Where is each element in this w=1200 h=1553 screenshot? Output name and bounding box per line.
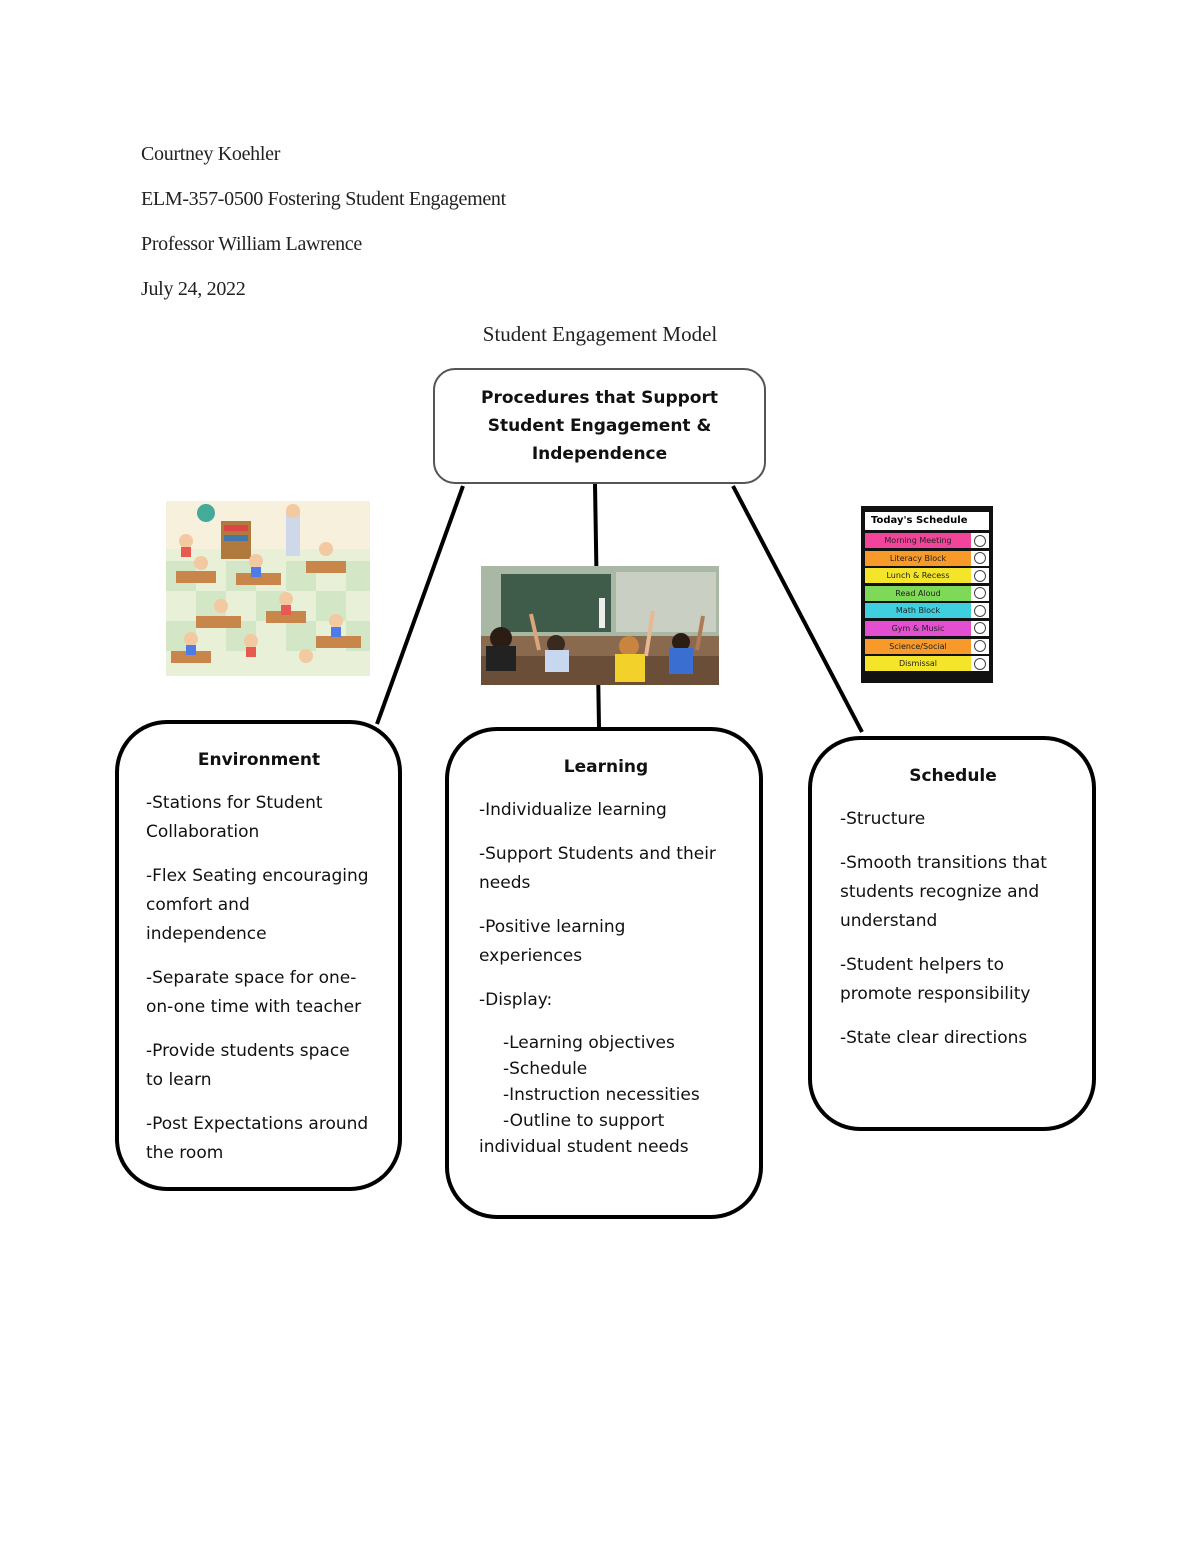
schedule-card-row: Dismissal <box>865 656 989 672</box>
schedule-item: -Structure <box>840 809 926 829</box>
classroom-photo <box>481 566 719 685</box>
classroom-illustration <box>166 501 370 676</box>
schedule-card-row: Science/Social <box>865 638 989 654</box>
schedule-box: Schedule -Structure -Smooth transitions … <box>808 736 1096 1131</box>
learning-item: -Positive learning experiences <box>479 917 626 966</box>
schedule-card-row-label: Gym & Music <box>865 620 971 636</box>
root-concept-box: Procedures that Support Student Engageme… <box>433 368 766 484</box>
author-name: Courtney Koehler <box>141 143 281 165</box>
environment-item: -Provide students space to learn <box>146 1041 350 1090</box>
environment-box: Environment -Stations for Student Collab… <box>115 720 402 1191</box>
clock-icon <box>971 638 989 654</box>
learning-item: -Support Students and their needs <box>479 844 716 893</box>
schedule-card-row-label: Math Block <box>865 603 971 619</box>
environment-heading: Environment <box>197 750 321 770</box>
schedule-heading: Schedule <box>909 766 997 786</box>
schedule-card-row: Literacy Block <box>865 550 989 566</box>
clock-icon <box>971 533 989 548</box>
display-item-continuation: individual student needs <box>479 1137 689 1157</box>
root-concept-text: Procedures that Support Student Engageme… <box>481 388 718 464</box>
connector-schedule <box>731 485 864 733</box>
schedule-card-row-label: Science/Social <box>865 638 971 654</box>
schedule-card-row-label: Dismissal <box>865 656 971 672</box>
schedule-card-row: Read Aloud <box>865 585 989 601</box>
schedule-item: -Student helpers to promote responsibili… <box>840 955 1031 1004</box>
learning-heading: Learning <box>563 757 649 777</box>
schedule-item: -Smooth transitions that students recogn… <box>840 853 1047 931</box>
display-item: -Outline to support <box>503 1111 665 1131</box>
schedule-card-row-label: Lunch & Recess <box>865 568 971 584</box>
schedule-item: -State clear directions <box>840 1028 1028 1048</box>
environment-item: -Separate space for one-on-one time with… <box>146 968 362 1017</box>
clock-icon <box>971 620 989 636</box>
schedule-card-row-label: Morning Meeting <box>865 533 971 548</box>
display-item: -Schedule <box>503 1059 588 1079</box>
learning-item: -Display: <box>479 990 553 1010</box>
schedule-card-row: Lunch & Recess <box>865 568 989 584</box>
clock-icon <box>971 550 989 566</box>
connector-environment <box>375 485 465 725</box>
learning-item: -Individualize learning <box>479 800 667 820</box>
learning-box: Learning -Individualize learning -Suppor… <box>445 727 763 1219</box>
environment-item: -Stations for Student Collaboration <box>146 793 323 842</box>
schedule-card-row-label: Literacy Block <box>865 550 971 566</box>
display-item: -Instruction necessities <box>503 1085 700 1105</box>
course-name: ELM-357-0500 Fostering Student Engagemen… <box>141 188 506 210</box>
schedule-card-row-label: Read Aloud <box>865 585 971 601</box>
page-title: Student Engagement Model <box>482 322 718 346</box>
schedule-card-row: Math Block <box>865 603 989 619</box>
schedule-card-title: Today's Schedule <box>865 512 989 530</box>
environment-item: -Flex Seating encouraging comfort and in… <box>146 866 369 944</box>
professor-name: Professor William Lawrence <box>141 233 362 255</box>
clock-icon <box>971 585 989 601</box>
schedule-card-row: Gym & Music <box>865 620 989 636</box>
clock-icon <box>971 603 989 619</box>
document-date: July 24, 2022 <box>141 278 246 300</box>
display-item: -Learning objectives <box>503 1033 675 1053</box>
environment-item: -Post Expectations around the room <box>146 1114 369 1163</box>
clock-icon <box>971 568 989 584</box>
schedule-card-row: Morning Meeting <box>865 533 989 548</box>
clock-icon <box>971 656 989 672</box>
